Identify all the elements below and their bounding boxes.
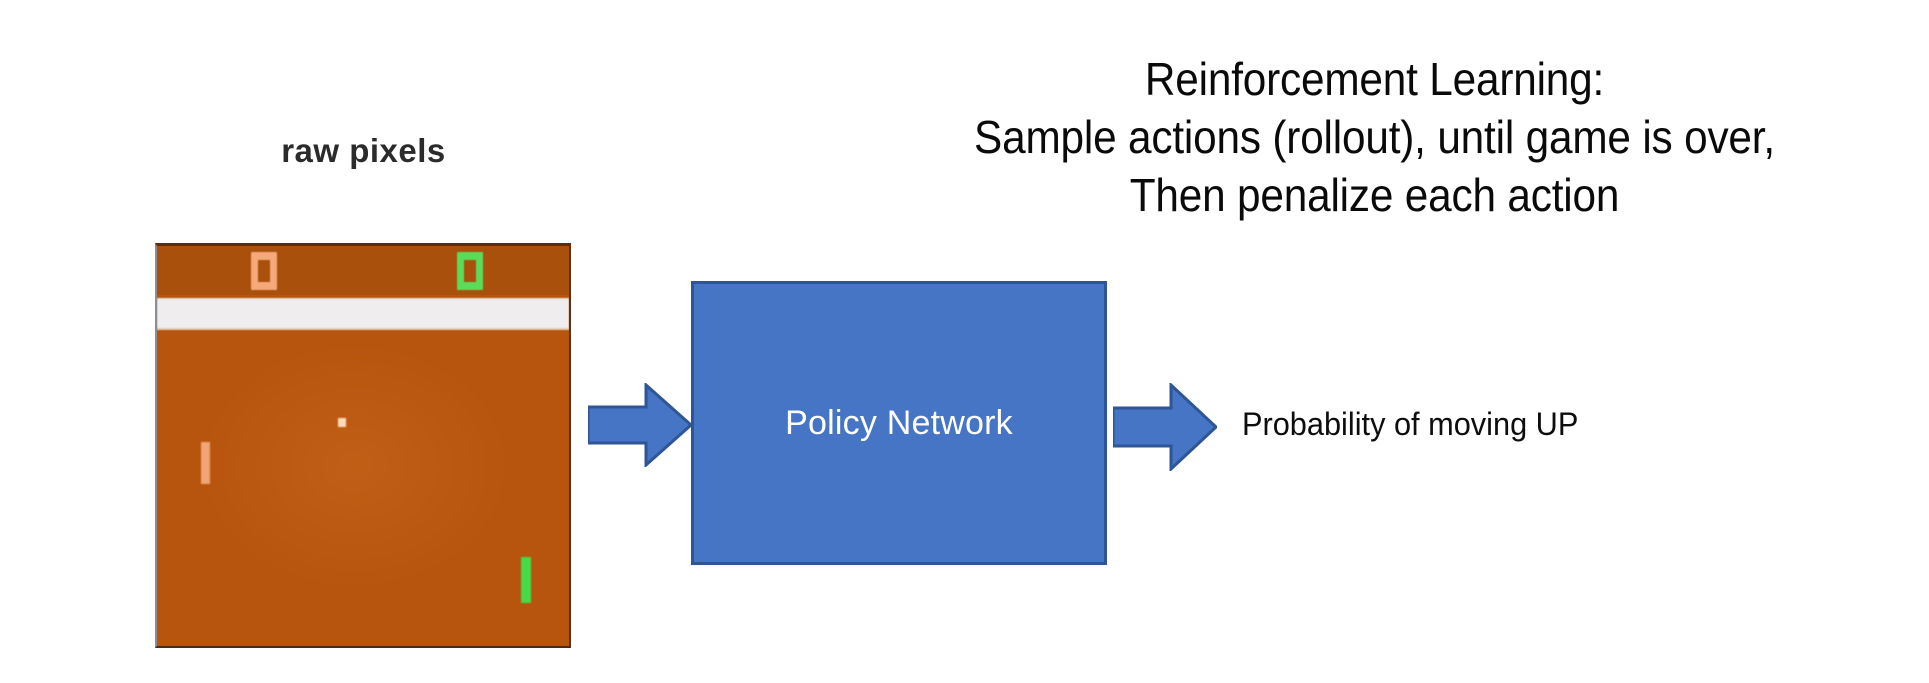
output-probability-label: Probability of moving UP (1242, 406, 1579, 442)
arrow-right-icon (588, 383, 692, 467)
pong-ball (338, 418, 346, 427)
policy-network-box: Policy Network (691, 281, 1107, 565)
pong-game-screenshot (155, 243, 571, 648)
headline-line-2: Sample actions (rollout), until game is … (974, 111, 1775, 163)
pong-paddle-left (201, 442, 210, 484)
pong-score-right-digit (457, 252, 483, 290)
headline-text: Reinforcement Learning: Sample actions (… (864, 50, 1884, 224)
policy-network-label: Policy Network (785, 403, 1013, 442)
pong-divider-bar (157, 298, 569, 330)
pong-score-left-digit (251, 252, 277, 290)
pong-score-strip (157, 246, 569, 295)
pong-paddle-right (521, 557, 531, 603)
headline-line-1: Reinforcement Learning: (1144, 53, 1605, 105)
headline-line-3: Then penalize each action (1129, 169, 1620, 221)
arrow-right-icon (1113, 383, 1217, 471)
raw-pixels-caption: raw pixels (281, 132, 446, 169)
